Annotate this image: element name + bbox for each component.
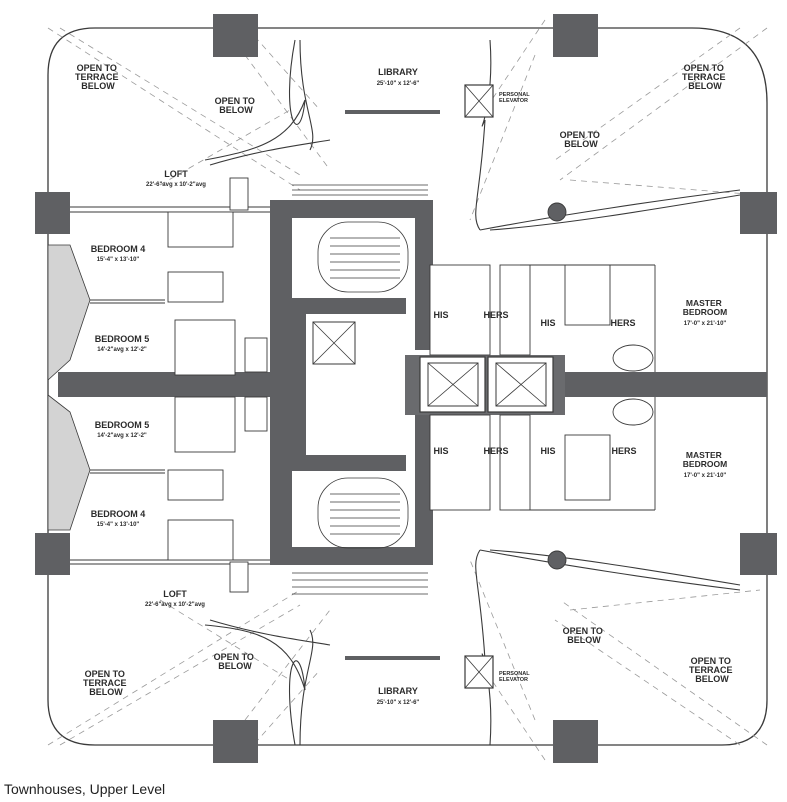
label-open-terrace-br-1: OPEN TO bbox=[691, 656, 731, 666]
svg-text:OPEN TO TERRACE BE: OPEN TO TERRACE BELOW bbox=[83, 669, 129, 697]
svg-text:OPEN TO TERRACE BE: OPEN TO TERRACE BELOW bbox=[689, 656, 735, 684]
dim-master-top: 17'-0" x 21'-10" bbox=[684, 321, 727, 327]
label-hers-bot-left: HERS bbox=[483, 446, 508, 456]
dim-bedroom4-bot: 15'-4" x 13'-10" bbox=[97, 522, 140, 528]
elevator-cores bbox=[312, 84, 554, 689]
dim-library-top: 25'-10" x 12'-6" bbox=[377, 81, 420, 87]
label-his-top-right: HIS bbox=[540, 318, 555, 328]
svg-text:OPEN TO TERRACE BE: OPEN TO TERRACE BELOW bbox=[75, 63, 121, 91]
label-master-bot-1: MASTER bbox=[686, 450, 722, 460]
bedroom-wing bbox=[47, 177, 270, 593]
label-open-below-br-2: BELOW bbox=[567, 635, 601, 645]
svg-text:MASTER BEDROOM: MASTER BEDROOM bbox=[683, 450, 727, 469]
label-open-terrace-bl-3: BELOW bbox=[89, 687, 123, 697]
label-open-terrace-tl-3: BELOW bbox=[81, 81, 115, 91]
label-personal-elevator-top-1: PERSONAL bbox=[499, 92, 530, 98]
label-bedroom4-bot: BEDROOM 4 bbox=[91, 509, 146, 519]
master-baths bbox=[429, 202, 656, 570]
label-bedroom4-top: BEDROOM 4 bbox=[91, 244, 146, 254]
label-bedroom5-bot: BEDROOM 5 bbox=[95, 420, 150, 430]
svg-text:MASTER BEDROOM: MASTER BEDROOM bbox=[683, 298, 727, 317]
dim-loft-top: 22'-6"avg x 10'-2"avg bbox=[146, 182, 206, 188]
label-open-terrace-tl-1: OPEN TO bbox=[77, 63, 117, 73]
label-open-terrace-bl-1: OPEN TO bbox=[85, 669, 125, 679]
svg-text:PERSONAL ELEVATOR: PERSONAL ELEVATOR bbox=[499, 671, 531, 683]
dim-master-bot: 17'-0" x 21'-10" bbox=[684, 473, 727, 479]
label-master-bot-2: BEDROOM bbox=[683, 459, 727, 469]
label-master-top-1: MASTER bbox=[686, 298, 722, 308]
label-library-top: LIBRARY bbox=[378, 67, 418, 77]
label-his-top-left: HIS bbox=[433, 310, 448, 320]
label-open-terrace-bl-2: TERRACE bbox=[83, 678, 127, 688]
label-hers-top-right: HERS bbox=[610, 318, 635, 328]
label-open-terrace-br-3: BELOW bbox=[695, 674, 729, 684]
corner-columns bbox=[35, 14, 777, 763]
label-open-below-br-1: OPEN TO bbox=[563, 626, 603, 636]
label-open-terrace-tl-2: TERRACE bbox=[75, 72, 119, 82]
room-labels: OPEN TO TERRACE BELOW OPEN TO BELOW LIBR… bbox=[75, 63, 735, 706]
label-open-below-tr-1: OPEN TO bbox=[560, 130, 600, 140]
label-loft-bot: LOFT bbox=[163, 589, 187, 599]
label-master-top-2: BEDROOM bbox=[683, 307, 727, 317]
svg-text:OPEN TO BELOW: OPEN TO BELOW bbox=[563, 626, 606, 645]
label-open-below-tl-2: BELOW bbox=[219, 105, 253, 115]
dim-bedroom5-top: 14'-2"avg x 12'-2" bbox=[97, 347, 147, 353]
dim-bedroom5-bot: 14'-2"avg x 12'-2" bbox=[97, 433, 147, 439]
label-open-below-tl-1: OPEN TO bbox=[215, 96, 255, 106]
label-open-below-bl-1: OPEN TO bbox=[214, 652, 254, 662]
library-shelves bbox=[345, 110, 440, 660]
stairs bbox=[292, 184, 428, 595]
dim-bedroom4-top: 15'-4" x 13'-10" bbox=[97, 257, 140, 263]
svg-text:OPEN TO TERRACE BE: OPEN TO TERRACE BELOW bbox=[682, 63, 728, 91]
svg-text:OPEN TO BELOW: OPEN TO BELOW bbox=[214, 652, 257, 671]
label-open-below-tr-2: BELOW bbox=[564, 139, 598, 149]
terrace-dashed-lines bbox=[47, 19, 768, 761]
plan-caption: Townhouses, Upper Level bbox=[4, 781, 166, 797]
label-hers-top-left: HERS bbox=[483, 310, 508, 320]
label-bedroom5-top: BEDROOM 5 bbox=[95, 334, 150, 344]
label-open-terrace-tr-3: BELOW bbox=[688, 81, 722, 91]
label-open-terrace-br-2: TERRACE bbox=[689, 665, 733, 675]
dim-library-bot: 25'-10" x 12'-6" bbox=[377, 700, 420, 706]
label-hers-bot-right: HERS bbox=[611, 446, 636, 456]
label-personal-elevator-top-2: ELEVATOR bbox=[499, 98, 528, 104]
label-open-terrace-tr-1: OPEN TO bbox=[684, 63, 724, 73]
svg-text:OPEN TO BELOW: OPEN TO BELOW bbox=[560, 130, 603, 149]
svg-text:PERSONAL ELEVATOR: PERSONAL ELEVATOR bbox=[499, 92, 531, 104]
dim-loft-bot: 22'-6"avg x 10'-2"avg bbox=[145, 602, 205, 608]
label-his-bot-left: HIS bbox=[433, 446, 448, 456]
label-his-bot-right: HIS bbox=[540, 446, 555, 456]
label-loft-top: LOFT bbox=[164, 169, 188, 179]
label-open-terrace-tr-2: TERRACE bbox=[682, 72, 726, 82]
label-personal-elevator-bot-1: PERSONAL bbox=[499, 671, 530, 677]
svg-text:OPEN TO BELOW: OPEN TO BELOW bbox=[215, 96, 258, 115]
label-open-below-bl-2: BELOW bbox=[218, 661, 252, 671]
label-library-bot: LIBRARY bbox=[378, 686, 418, 696]
label-personal-elevator-bot-2: ELEVATOR bbox=[499, 677, 528, 683]
